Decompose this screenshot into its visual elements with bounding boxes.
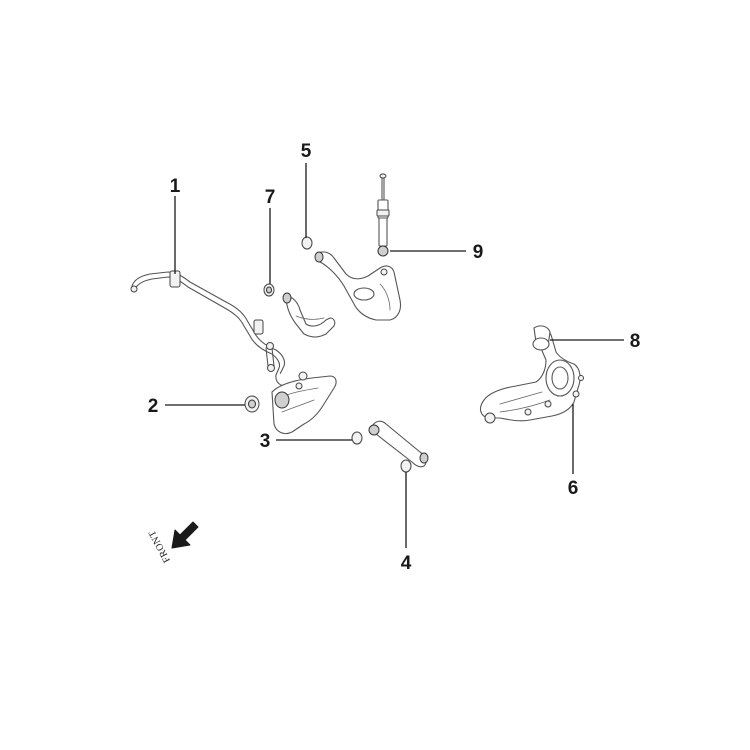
callout-numbers: 1 2 3 4 5 6 7 8 9 — [148, 141, 641, 574]
knuckle-part — [479, 325, 584, 424]
stabilizer-bar-part — [130, 270, 301, 388]
callout-6: 6 — [568, 478, 579, 499]
callout-8: 8 — [630, 331, 641, 352]
callout-7: 7 — [265, 187, 276, 208]
shock-absorber-part — [376, 173, 390, 257]
arrow-icon — [171, 521, 199, 549]
callout-1: 1 — [170, 176, 181, 197]
front-label: FRONT — [147, 528, 173, 564]
lower-control-arm-part — [244, 371, 337, 435]
callout-2: 2 — [148, 396, 159, 417]
upper-control-arm-part — [263, 283, 336, 338]
callout-4: 4 — [401, 553, 412, 574]
front-indicator: FRONT — [147, 521, 199, 564]
leader-lines — [165, 163, 624, 548]
trailing-link-part — [351, 420, 429, 473]
callout-9: 9 — [473, 242, 484, 263]
callout-3: 3 — [260, 431, 271, 452]
spring-link-part — [301, 236, 402, 321]
callout-5: 5 — [301, 141, 312, 162]
